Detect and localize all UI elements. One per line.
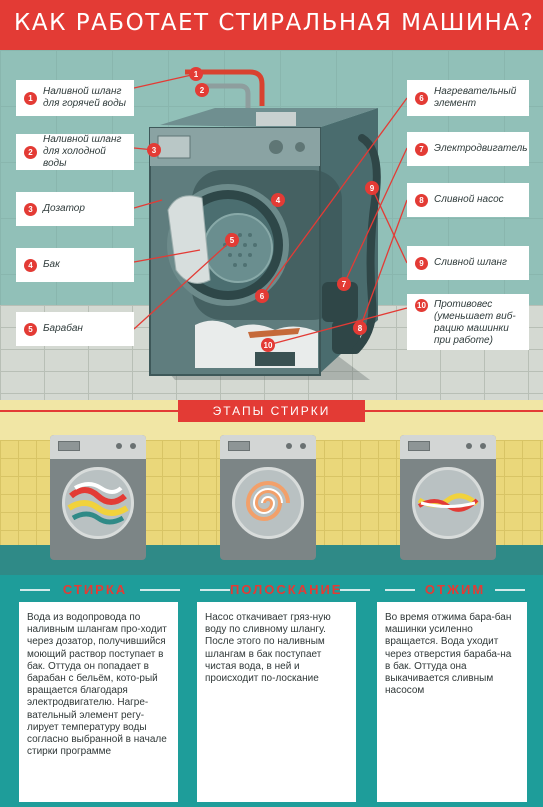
divider (200, 589, 230, 591)
callout-label: Наливной шланг для холодной воды (43, 134, 122, 169)
callout-number: 8 (415, 193, 428, 207)
stage-title-spin: ОТЖИМ (424, 582, 486, 597)
callout-drain-hose: 9 Сливной шланг (407, 246, 529, 280)
washer-rinse-illustration (220, 435, 316, 560)
callout-number: 9 (415, 256, 428, 270)
marker-1: 1 (194, 70, 199, 79)
stage-text-wash: Вода из водопровода по наливным шлангам … (27, 612, 167, 758)
marker-8: 8 (358, 324, 363, 333)
spiral-rinse-icon (245, 481, 290, 521)
banner-line-left (0, 410, 178, 412)
stage-card-rinse: Насос откачивает гряз-ную воду по сливно… (197, 602, 356, 802)
callout-number: 3 (24, 202, 37, 216)
laundry-spin-icon (417, 493, 479, 512)
callout-label: Бак (43, 259, 60, 270)
marker-6: 6 (260, 292, 265, 301)
stage-text-rinse: Насос откачивает гряз-ную воду по сливно… (205, 612, 331, 685)
divider (385, 589, 415, 591)
callout-heating-element: 6 Нагревательный элемент (407, 80, 529, 116)
callout-tank: 4 Бак (16, 248, 134, 282)
callout-label: Сливной насос (434, 194, 504, 205)
page-title: КАК РАБОТАЕТ СТИРАЛЬНАЯ МАШИНА? (14, 10, 535, 36)
machine-diagram-section: 1 2 3 4 5 6 7 8 9 10 1 Наливной шланг дл… (0, 50, 543, 400)
stage-title-wash: СТИРКА (62, 582, 128, 597)
callout-hot-hose: 1 Наливной шланг для горячей воды (16, 80, 134, 116)
callout-label: Противовес (уменьшает виб-рацию машинки … (434, 299, 516, 346)
callout-drum: 5 Барабан (16, 312, 134, 346)
callout-number: 6 (415, 91, 428, 105)
laundry-wash-icon (67, 482, 129, 525)
callout-label: Барабан (43, 323, 83, 334)
callout-label: Наливной шланг для горячей воды (43, 86, 126, 109)
marker-7: 7 (342, 280, 347, 289)
marker-10: 10 (264, 341, 273, 350)
washer-spin-illustration (400, 435, 496, 560)
divider (495, 589, 525, 591)
stages-banner: ЭТАПЫ СТИРКИ (178, 400, 365, 422)
divider (340, 589, 370, 591)
stage-descriptions: СТИРКА ПОЛОСКАНИЕ ОТЖИМ Вода из водопров… (0, 575, 543, 807)
callout-motor: 7 Электродвигатель (407, 132, 529, 166)
banner-line-right (365, 410, 543, 412)
marker-5: 5 (230, 236, 235, 245)
callout-number: 1 (24, 91, 37, 105)
stages-section: ЭТАПЫ СТИРКИ (0, 400, 543, 575)
marker-2: 2 (200, 86, 205, 95)
stage-title-rinse: ПОЛОСКАНИЕ (230, 582, 343, 597)
callout-number: 4 (24, 258, 37, 272)
callout-counterweight: 10 Противовес (уменьшает виб-рацию машин… (407, 294, 529, 350)
stage-text-spin: Во время отжима бара-бан машинки усиленн… (385, 612, 512, 697)
divider (140, 589, 180, 591)
callout-label: Электродвигатель (434, 143, 528, 154)
callout-label: Сливной шланг (434, 257, 507, 268)
callout-dispenser: 3 Дозатор (16, 192, 134, 226)
callout-cold-hose: 2 Наливной шланг для холодной воды (16, 134, 134, 170)
marker-9: 9 (370, 184, 375, 193)
callout-number: 2 (24, 145, 37, 159)
washing-machine-cutaway: 1 2 3 4 5 6 7 8 9 10 (133, 67, 408, 380)
stage-card-spin: Во время отжима бара-бан машинки усиленн… (377, 602, 527, 802)
callout-number: 10 (415, 299, 428, 312)
callout-label: Дозатор (43, 203, 85, 214)
callout-drain-pump: 8 Сливной насос (407, 183, 529, 217)
marker-3: 3 (152, 146, 157, 155)
callout-number: 5 (24, 322, 37, 336)
stage-card-wash: Вода из водопровода по наливным шлангам … (19, 602, 178, 802)
header-bar: КАК РАБОТАЕТ СТИРАЛЬНАЯ МАШИНА? (0, 0, 543, 50)
washer-wash-illustration (50, 435, 146, 560)
callout-number: 7 (415, 142, 428, 156)
divider (20, 589, 50, 591)
callout-label: Нагревательный элемент (434, 86, 517, 109)
marker-4: 4 (276, 196, 281, 205)
